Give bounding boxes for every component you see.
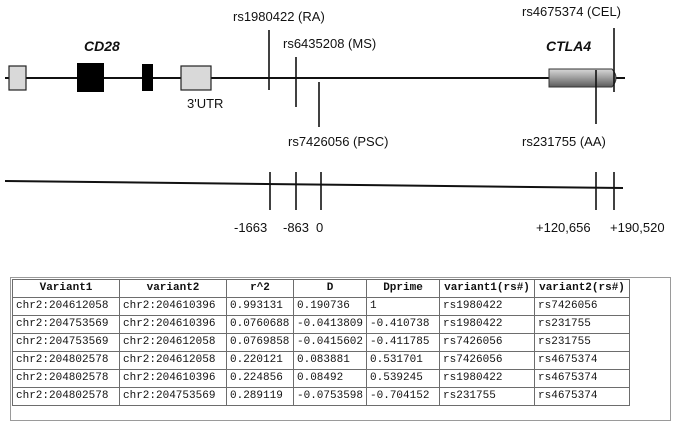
table-cell: chr2:204610396 [119,369,227,388]
cd28-gene-label: CD28 [84,38,120,54]
table-cell: chr2:204802578 [12,351,120,370]
table-cell: rs4675374 [534,369,631,388]
position-label-4: +120,656 [536,220,591,235]
table-cell: chr2:204802578 [12,387,120,406]
table-row: chr2:204753569 chr2:204610396 0.0760688 … [12,315,631,334]
header-variant2: variant2 [119,279,227,298]
snp-label-rs1980422: rs1980422 (RA) [233,9,325,24]
table-cell: chr2:204612058 [119,351,227,370]
table-cell: 0.190736 [292,297,368,316]
table-cell: 0.531701 [366,351,441,370]
table-cell: rs1980422 [439,297,536,316]
table-cell: 0.539245 [366,369,441,388]
snp-label-rs7426056: rs7426056 (PSC) [288,134,389,149]
table-cell: chr2:204610396 [119,297,227,316]
table-cell: chr2:204612058 [119,333,227,352]
header-variant2-rs: variant2(rs#) [534,279,631,298]
table-cell: -0.411785 [366,333,441,352]
cd28-utr3-exon [180,65,212,91]
table-cell: 1 [366,297,441,316]
ld-table: Variant1 variant2 r^2 D Dprime variant1(… [12,279,631,406]
position-label-3: 0 [316,220,324,235]
utr-label: 3'UTR [187,96,224,111]
table-cell: rs1980422 [439,369,536,388]
table-cell: 0.289119 [226,387,294,406]
header-d: D [292,279,368,298]
header-dprime: Dprime [366,279,441,298]
table-cell: chr2:204612058 [12,297,120,316]
table-cell: chr2:204753569 [12,333,120,352]
table-cell: 0.993131 [226,297,294,316]
table-cell: -0.410738 [366,315,441,334]
table-cell: rs231755 [439,387,536,406]
table-cell: rs231755 [534,315,631,334]
table-cell: -0.0413809 [292,315,368,334]
ld-table-header-row: Variant1 variant2 r^2 D Dprime variant1(… [12,279,631,298]
table-cell: 0.0769858 [226,333,294,352]
table-cell: rs4675374 [534,387,631,406]
table-cell: rs1980422 [439,315,536,334]
table-cell: -0.0753598 [292,387,368,406]
table-row: chr2:204802578 chr2:204753569 0.289119 -… [12,387,631,406]
gene-diagram [4,28,625,210]
table-cell: 0.224856 [226,369,294,388]
position-label-2: -863 [283,220,310,235]
table-cell: -0.704152 [366,387,441,406]
table-cell: rs7426056 [439,351,536,370]
ctla4-gene-label: CTLA4 [546,38,592,54]
table-cell: rs7426056 [439,333,536,352]
table-row: chr2:204802578 chr2:204612058 0.220121 0… [12,351,631,370]
table-cell: 0.08492 [292,369,368,388]
position-label-1: -1663 [234,220,268,235]
table-row: chr2:204753569 chr2:204612058 0.0769858 … [12,333,631,352]
header-variant1: Variant1 [12,279,120,298]
position-label-5: +190,520 [610,220,665,235]
table-cell: rs4675374 [534,351,631,370]
table-cell: rs231755 [534,333,631,352]
cd28-utr5-exon [8,65,27,91]
table-row: chr2:204612058 chr2:204610396 0.993131 0… [12,297,631,316]
header-variant1-rs: variant1(rs#) [439,279,536,298]
table-cell: chr2:204753569 [119,387,227,406]
header-r2: r^2 [226,279,294,298]
table-cell: -0.0415602 [292,333,368,352]
table-cell: rs7426056 [534,297,631,316]
snp-label-rs6435208: rs6435208 (MS) [283,36,377,51]
position-axis-line [4,180,624,189]
table-cell: 0.083881 [292,351,368,370]
table-cell: 0.0760688 [226,315,294,334]
table-cell: chr2:204610396 [119,315,227,334]
table-cell: chr2:204753569 [12,315,120,334]
table-cell: chr2:204802578 [12,369,120,388]
table-cell: 0.220121 [226,351,294,370]
cd28-exon-3 [142,64,153,91]
table-row: chr2:204802578 chr2:204610396 0.224856 0… [12,369,631,388]
snp-label-rs4675374: rs4675374 (CEL) [522,4,621,19]
ctla4-gene-body [548,68,617,88]
cd28-exon-2 [77,63,104,92]
snp-label-rs231755: rs231755 (AA) [522,134,606,149]
ld-table-frame [10,277,671,421]
